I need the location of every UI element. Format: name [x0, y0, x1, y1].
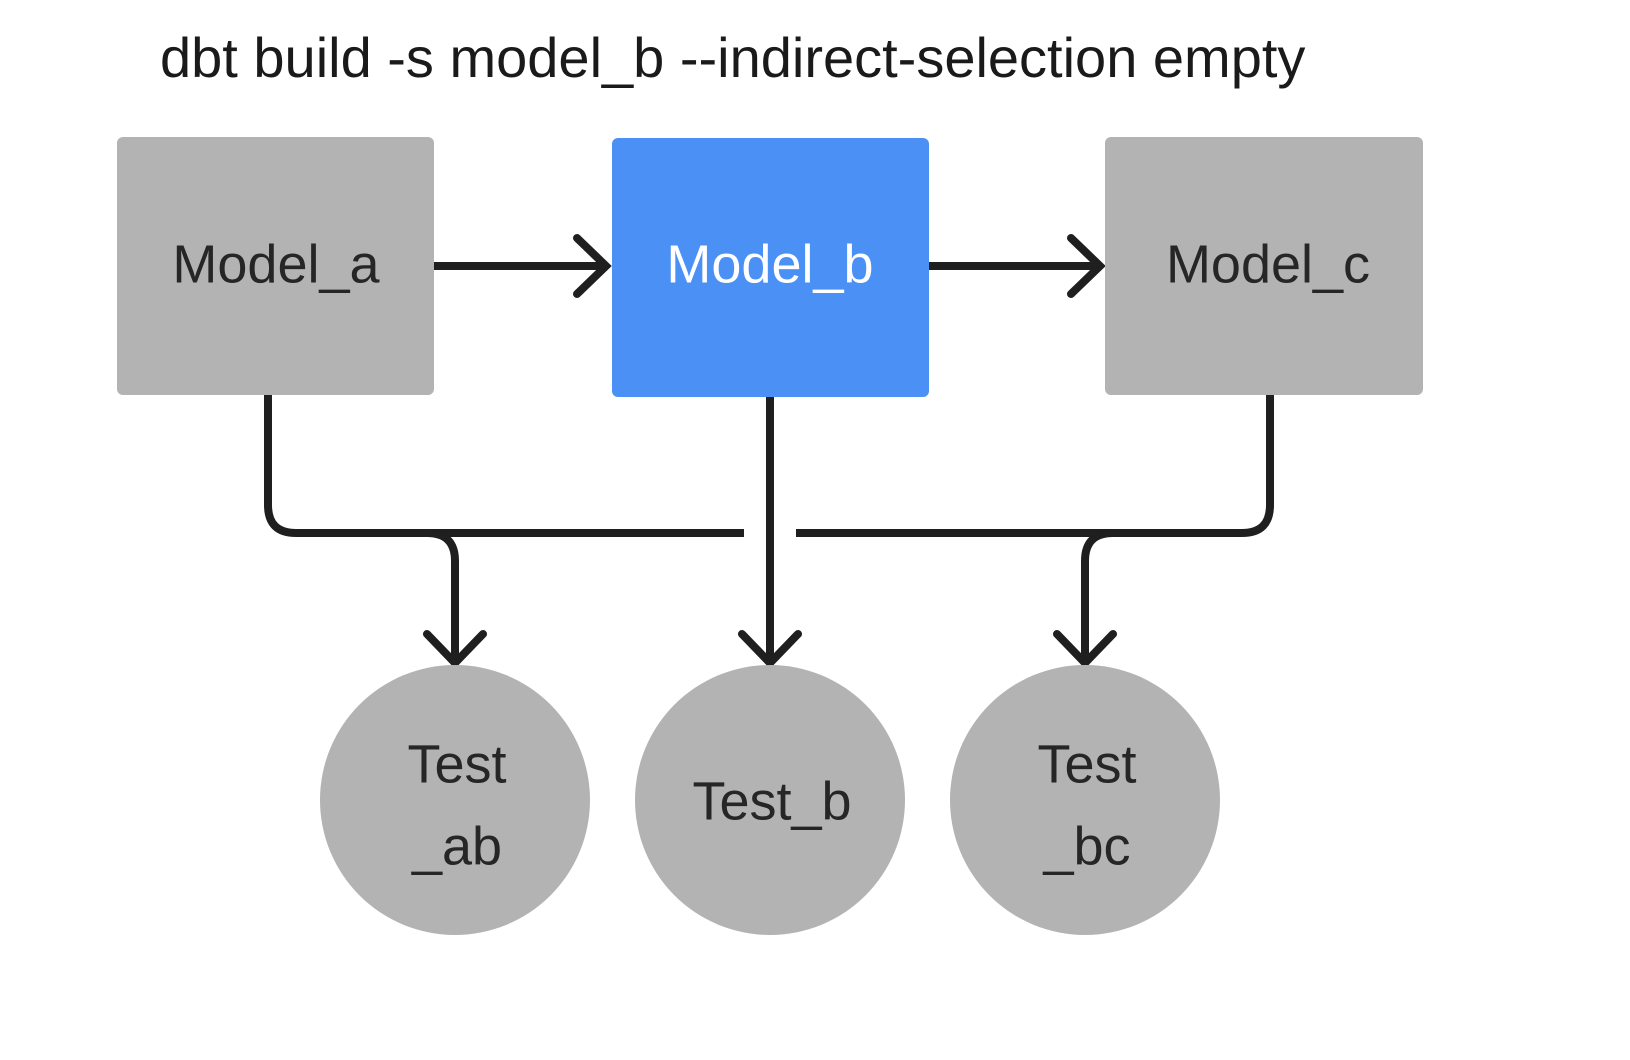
node-model-b-label: Model_b: [666, 234, 873, 294]
edge-model-a-to-test-bus: [264, 395, 744, 537]
node-test-b[interactable]: Test_b: [635, 665, 905, 935]
arrow-head-icon: [738, 630, 802, 669]
edge-bus-to-test-ab: [423, 529, 487, 669]
node-test-b-label-line1: Test_b: [692, 771, 851, 831]
node-test-bc-label-line2: _bc: [1042, 816, 1130, 876]
node-test-bc-shape[interactable]: [950, 665, 1220, 935]
node-model-c[interactable]: Model_c: [1105, 137, 1423, 395]
node-model-b[interactable]: Model_b: [612, 138, 929, 397]
node-test-bc-label-line1: Test: [1037, 734, 1136, 794]
edge-bus-to-test-bc: [1053, 529, 1117, 669]
node-test-b-shape[interactable]: [635, 665, 905, 935]
edge-model-a-to-model-b: [434, 234, 612, 298]
edge-line: [1081, 529, 1114, 662]
edge-model-b-to-test-b: [738, 397, 802, 669]
node-test-ab[interactable]: Test _ab: [320, 665, 590, 935]
node-model-a-shape[interactable]: [117, 137, 434, 395]
edge-model-b-to-model-c: [928, 234, 1106, 298]
node-test-ab-shape[interactable]: [320, 665, 590, 935]
arrow-head-icon: [1053, 630, 1117, 669]
node-model-c-shape[interactable]: [1105, 137, 1423, 395]
arrow-head-icon: [423, 630, 487, 669]
node-model-b-shape[interactable]: [612, 138, 929, 397]
arrow-head-icon: [1067, 234, 1106, 298]
node-test-ab-label-line1: Test: [407, 734, 506, 794]
node-model-a[interactable]: Model_a: [117, 137, 434, 395]
node-model-c-label: Model_c: [1166, 234, 1370, 294]
node-test-ab-label-line2: _ab: [411, 816, 502, 876]
edge-line: [426, 529, 459, 662]
edge-model-c-to-test-bus: [796, 395, 1274, 537]
arrow-head-icon: [573, 234, 612, 298]
node-test-bc[interactable]: Test _bc: [950, 665, 1220, 935]
node-model-a-label: Model_a: [172, 234, 380, 294]
diagram-title: dbt build -s model_b --indirect-selectio…: [160, 26, 1305, 89]
